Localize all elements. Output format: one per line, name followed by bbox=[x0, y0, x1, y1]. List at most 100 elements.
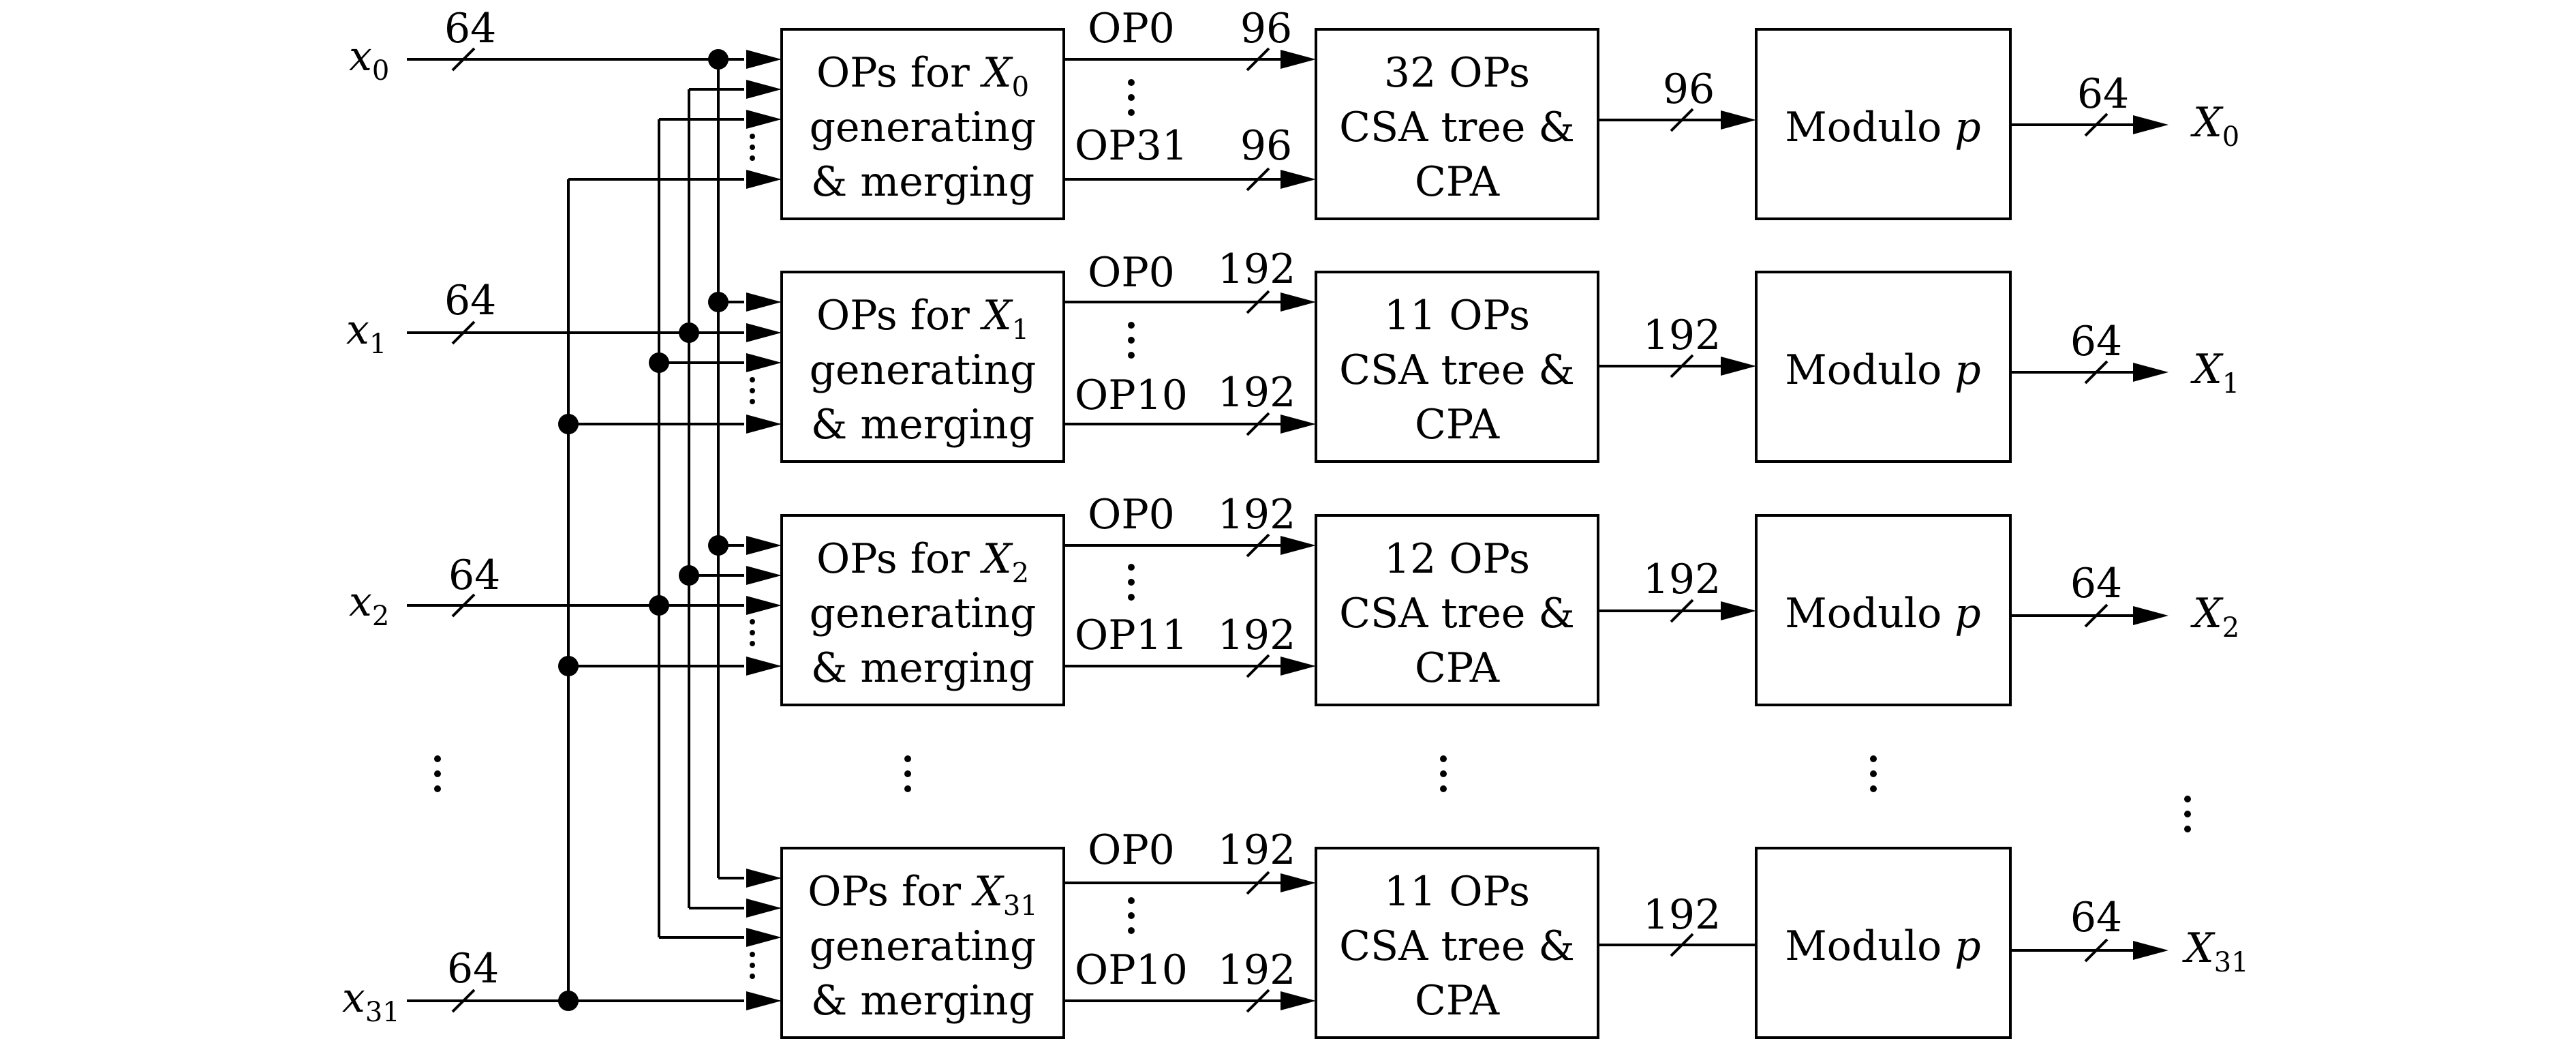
junction-dot bbox=[649, 595, 669, 616]
op-block-x2-line3: & merging bbox=[811, 644, 1034, 692]
op-last-width-x1: 192 bbox=[1218, 369, 1296, 417]
bus-slash-output-x1 bbox=[2084, 360, 2109, 385]
output-width-x31: 64 bbox=[2070, 894, 2122, 942]
input-ellipsis bbox=[434, 755, 441, 792]
op-block-x31 bbox=[780, 847, 1065, 1039]
csa-block-ellipsis bbox=[1440, 755, 1447, 792]
mod-block-x1-label: Modulo p bbox=[1785, 346, 1980, 394]
op-block-x0-line3: & merging bbox=[811, 158, 1034, 206]
bus-slash-op-last-x0 bbox=[1246, 167, 1270, 192]
arrowhead bbox=[746, 323, 782, 342]
mod-block-x1 bbox=[1755, 271, 2012, 463]
csa-block-x0-line3: CPA bbox=[1415, 158, 1500, 206]
op-block-x2 bbox=[780, 514, 1065, 706]
arrowhead bbox=[746, 596, 782, 615]
op-block-x31-line3: & merging bbox=[811, 977, 1034, 1025]
input-dots-x31 bbox=[750, 952, 755, 979]
mod-block-ellipsis bbox=[1870, 755, 1877, 792]
input-dots-x0 bbox=[750, 134, 755, 161]
junction-dot bbox=[649, 352, 669, 373]
csa-block-x1-line1: 11 OPs bbox=[1384, 292, 1530, 340]
bus-slash-x31 bbox=[451, 989, 476, 1013]
arrowhead bbox=[746, 928, 782, 947]
input-width-x31: 64 bbox=[447, 945, 499, 993]
bus-slash-csa-out-x31 bbox=[1670, 933, 1694, 957]
output-width-x0: 64 bbox=[2077, 70, 2129, 118]
op-first-label-x2: OP0 bbox=[1088, 491, 1175, 539]
junction-dot bbox=[558, 991, 579, 1011]
csa-block-x1-line3: CPA bbox=[1415, 401, 1500, 449]
arrowhead bbox=[2133, 606, 2168, 625]
arrowhead bbox=[746, 869, 782, 888]
bus-slash-x1 bbox=[451, 320, 476, 345]
arrowhead bbox=[746, 415, 782, 434]
bus-slash-output-x2 bbox=[2084, 603, 2109, 628]
row-31: x31 64 OPs for X31 generating & merging … bbox=[342, 826, 2249, 1039]
op-last-label-x2: OP11 bbox=[1075, 612, 1188, 659]
arrowhead bbox=[1281, 991, 1316, 1010]
junction-dot bbox=[708, 292, 729, 312]
bus-slash-output-x31 bbox=[2084, 938, 2109, 963]
row-1: x1 64 OPs for X1 generating & merging OP… bbox=[346, 245, 2239, 463]
arrowhead bbox=[1281, 50, 1316, 69]
arrowhead bbox=[1721, 110, 1756, 130]
op-last-label-x31: OP10 bbox=[1075, 946, 1188, 994]
op-first-width-x31: 192 bbox=[1218, 826, 1296, 874]
op-block-x2-line1: OPs for X2 bbox=[816, 535, 1029, 589]
input-label-x31: x31 bbox=[342, 974, 400, 1028]
output-width-x1: 64 bbox=[2070, 318, 2122, 365]
output-ellipsis bbox=[2184, 796, 2191, 832]
arrowhead bbox=[746, 50, 782, 69]
arrowhead bbox=[1721, 357, 1756, 376]
junction-dot bbox=[558, 656, 579, 676]
arrowhead bbox=[1281, 292, 1316, 312]
junction-dot bbox=[708, 49, 729, 70]
csa-out-width-x2: 192 bbox=[1643, 556, 1721, 603]
arrowhead bbox=[746, 353, 782, 372]
bus-slash-csa-out-x1 bbox=[1670, 354, 1694, 378]
row-0: x0 64 OPs for X0 generating & merging OP… bbox=[349, 5, 2239, 220]
row-ellipsis bbox=[434, 755, 2191, 832]
distribution-buses bbox=[558, 49, 755, 1011]
bus-slash-op-first-x2 bbox=[1246, 533, 1270, 558]
arrowhead bbox=[1281, 170, 1316, 189]
arrowhead bbox=[2133, 115, 2168, 134]
op-block-x1-line2: generating bbox=[810, 346, 1037, 394]
csa-block-x1 bbox=[1315, 271, 1599, 463]
mod-block-x31 bbox=[1755, 847, 2012, 1039]
arrowhead bbox=[1281, 873, 1316, 892]
csa-block-x31 bbox=[1315, 847, 1599, 1039]
mod-block-x0-label: Modulo p bbox=[1785, 104, 1980, 151]
arrowhead bbox=[1281, 536, 1316, 555]
arrowhead bbox=[746, 170, 782, 189]
op-block-x31-line2: generating bbox=[810, 922, 1037, 970]
bus-slash-op-last-x31 bbox=[1246, 989, 1270, 1013]
op-block-x1-line3: & merging bbox=[811, 401, 1034, 449]
op-last-width-x2: 192 bbox=[1218, 612, 1296, 659]
csa-block-x2-line1: 12 OPs bbox=[1384, 535, 1530, 583]
mod-block-x31-label: Modulo p bbox=[1785, 922, 1980, 970]
output-label-x2: X2 bbox=[2190, 590, 2239, 644]
input-width-x2: 64 bbox=[448, 552, 500, 599]
bus-slash-x0 bbox=[451, 47, 476, 72]
csa-block-x31-line2: CSA tree & bbox=[1339, 922, 1575, 970]
arrowhead bbox=[746, 110, 782, 129]
input-dots-x2 bbox=[750, 619, 755, 646]
junction-dot bbox=[558, 414, 579, 434]
arrowhead bbox=[746, 536, 782, 555]
arrowheads bbox=[746, 50, 2168, 1010]
junction-dot bbox=[708, 535, 729, 556]
csa-block-x0 bbox=[1315, 28, 1599, 220]
input-dots-x1 bbox=[750, 377, 755, 404]
csa-block-x31-line3: CPA bbox=[1415, 977, 1500, 1025]
csa-block-x0-line1: 32 OPs bbox=[1384, 49, 1530, 97]
bus-slash-op-first-x1 bbox=[1246, 290, 1270, 314]
arrowhead bbox=[1281, 657, 1316, 676]
csa-out-width-x31: 192 bbox=[1643, 891, 1721, 939]
bus-slash-csa-out-x2 bbox=[1670, 599, 1694, 623]
bus-slash-op-first-x31 bbox=[1246, 871, 1270, 895]
arrowhead bbox=[1721, 601, 1756, 620]
op-block-x0 bbox=[780, 28, 1065, 220]
op-block-x0-line2: generating bbox=[810, 104, 1037, 151]
